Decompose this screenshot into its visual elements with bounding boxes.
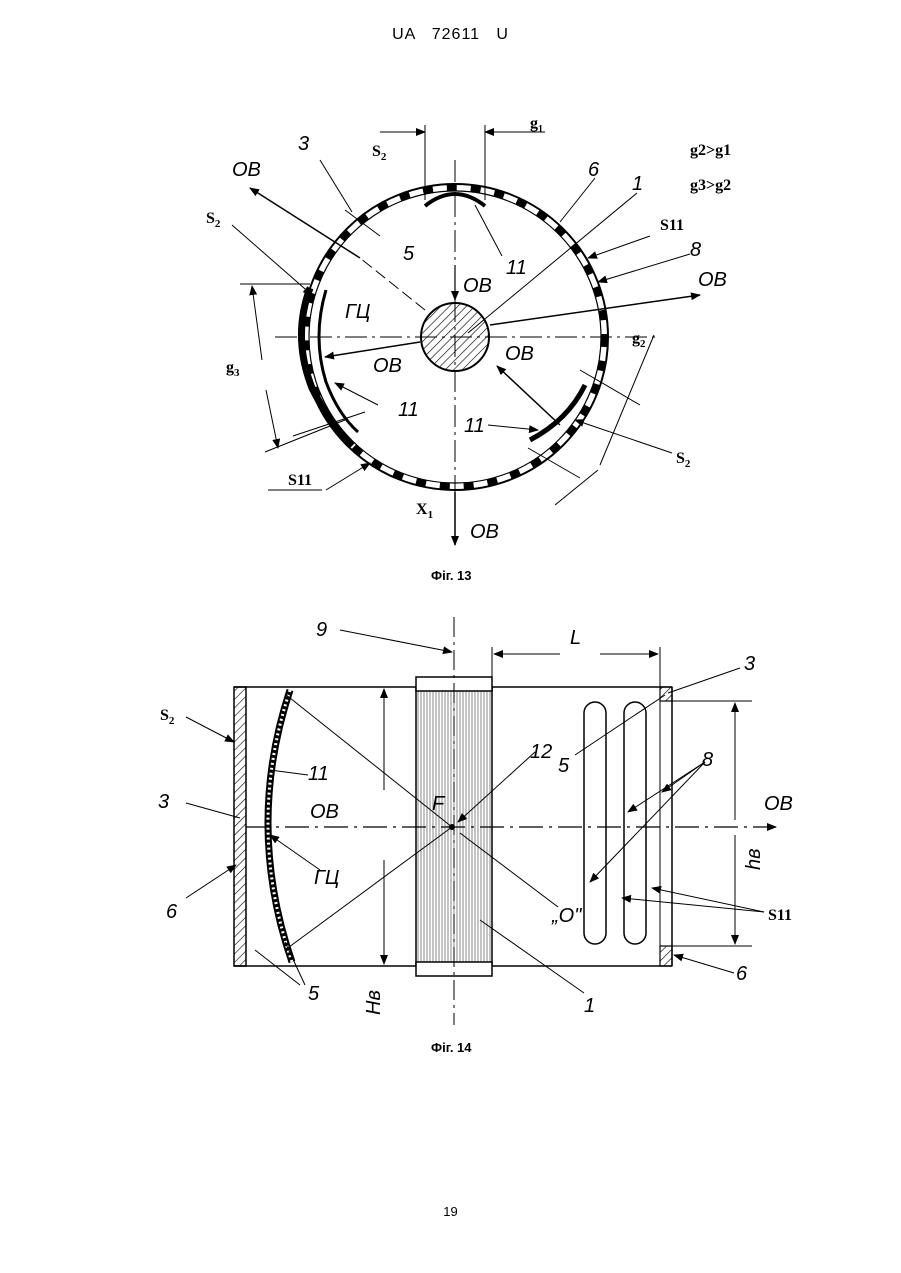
label-g2: g2 [632, 330, 646, 350]
slot-1 [584, 702, 606, 944]
label-x1: X1 [416, 501, 433, 521]
label-6: 6 [588, 159, 600, 181]
label-s11: S11 [768, 907, 792, 924]
label-gc: ГЦ [314, 867, 339, 889]
deflector-right [530, 385, 585, 440]
label-s2: S2 [160, 707, 175, 727]
label-ob-topleft: ОВ [232, 159, 261, 181]
figure-14-drawing: 9 L 3 S2 12 5 8 11 3 ОВ F ОВ hв ГЦ „О" S… [158, 617, 793, 1025]
label-1: 1 [584, 995, 595, 1017]
label-ob-left-arrow: ОВ [373, 355, 402, 377]
label-6-right: 6 [736, 963, 748, 985]
figure-14-caption: Фіг. 14 [431, 1040, 472, 1055]
label-Hb: Hв [363, 990, 385, 1015]
label-9: 9 [316, 619, 327, 641]
label-g3: g3 [226, 359, 240, 379]
label-12: 12 [530, 741, 552, 763]
label-11-left: 11 [398, 399, 419, 421]
label-s2-right: S2 [676, 450, 691, 470]
label-ob-center: ОВ [310, 801, 339, 823]
figure-13-caption: Фіг. 13 [431, 568, 472, 583]
label-gc: ГЦ [345, 301, 370, 323]
label-11-right: 11 [464, 415, 485, 437]
label-5: 5 [403, 243, 415, 265]
label-ob-right: ОВ [764, 793, 793, 815]
label-ob-center-right: ОВ [505, 343, 534, 365]
label-s2-top: S2 [372, 143, 387, 163]
label-condition-2: g3>g2 [690, 177, 731, 194]
label-F: F [432, 793, 446, 815]
label-L: L [570, 627, 581, 649]
label-11: 11 [308, 763, 329, 785]
label-3-right: 3 [744, 653, 755, 675]
label-5-left: 5 [308, 983, 320, 1005]
curved-deflector [268, 690, 292, 962]
label-ob-bottom: ОВ [470, 521, 499, 543]
label-o: „О" [551, 905, 582, 927]
label-ob-center-top: ОВ [463, 275, 492, 297]
label-s2-left: S2 [206, 210, 221, 230]
label-s11-left: S11 [288, 472, 312, 489]
label-condition-1: g2>g1 [690, 142, 731, 159]
label-1: 1 [632, 173, 643, 195]
label-hb: hв [743, 848, 765, 870]
label-s11-right: S11 [660, 217, 684, 234]
label-5-right: 5 [558, 755, 570, 777]
slot-2 [624, 702, 646, 944]
label-ob-right: ОВ [698, 269, 727, 291]
right-wall-top [660, 687, 672, 701]
label-8: 8 [690, 239, 701, 261]
left-wall [234, 687, 246, 966]
label-6-left: 6 [166, 901, 178, 923]
label-8: 8 [702, 749, 713, 771]
label-3: 3 [298, 133, 309, 155]
label-3-left: 3 [158, 791, 169, 813]
label-11-top: 11 [506, 257, 527, 279]
right-wall-bottom [660, 946, 672, 966]
page-number: 19 [0, 1204, 901, 1219]
